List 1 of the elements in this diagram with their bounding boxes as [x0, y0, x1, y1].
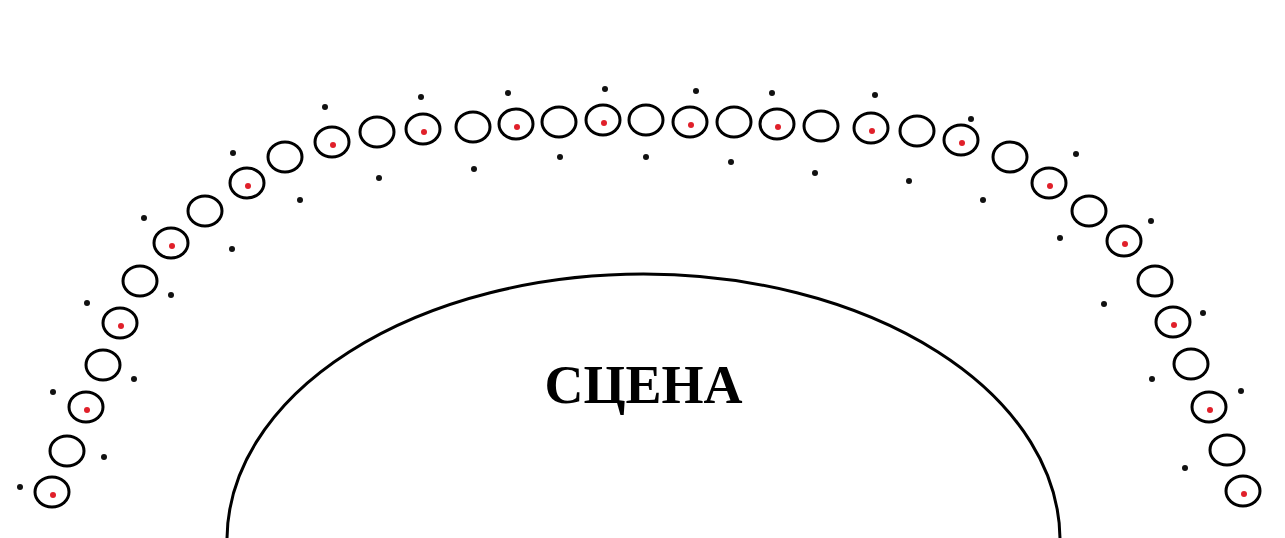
stage-label: СЦЕНА [544, 355, 743, 415]
